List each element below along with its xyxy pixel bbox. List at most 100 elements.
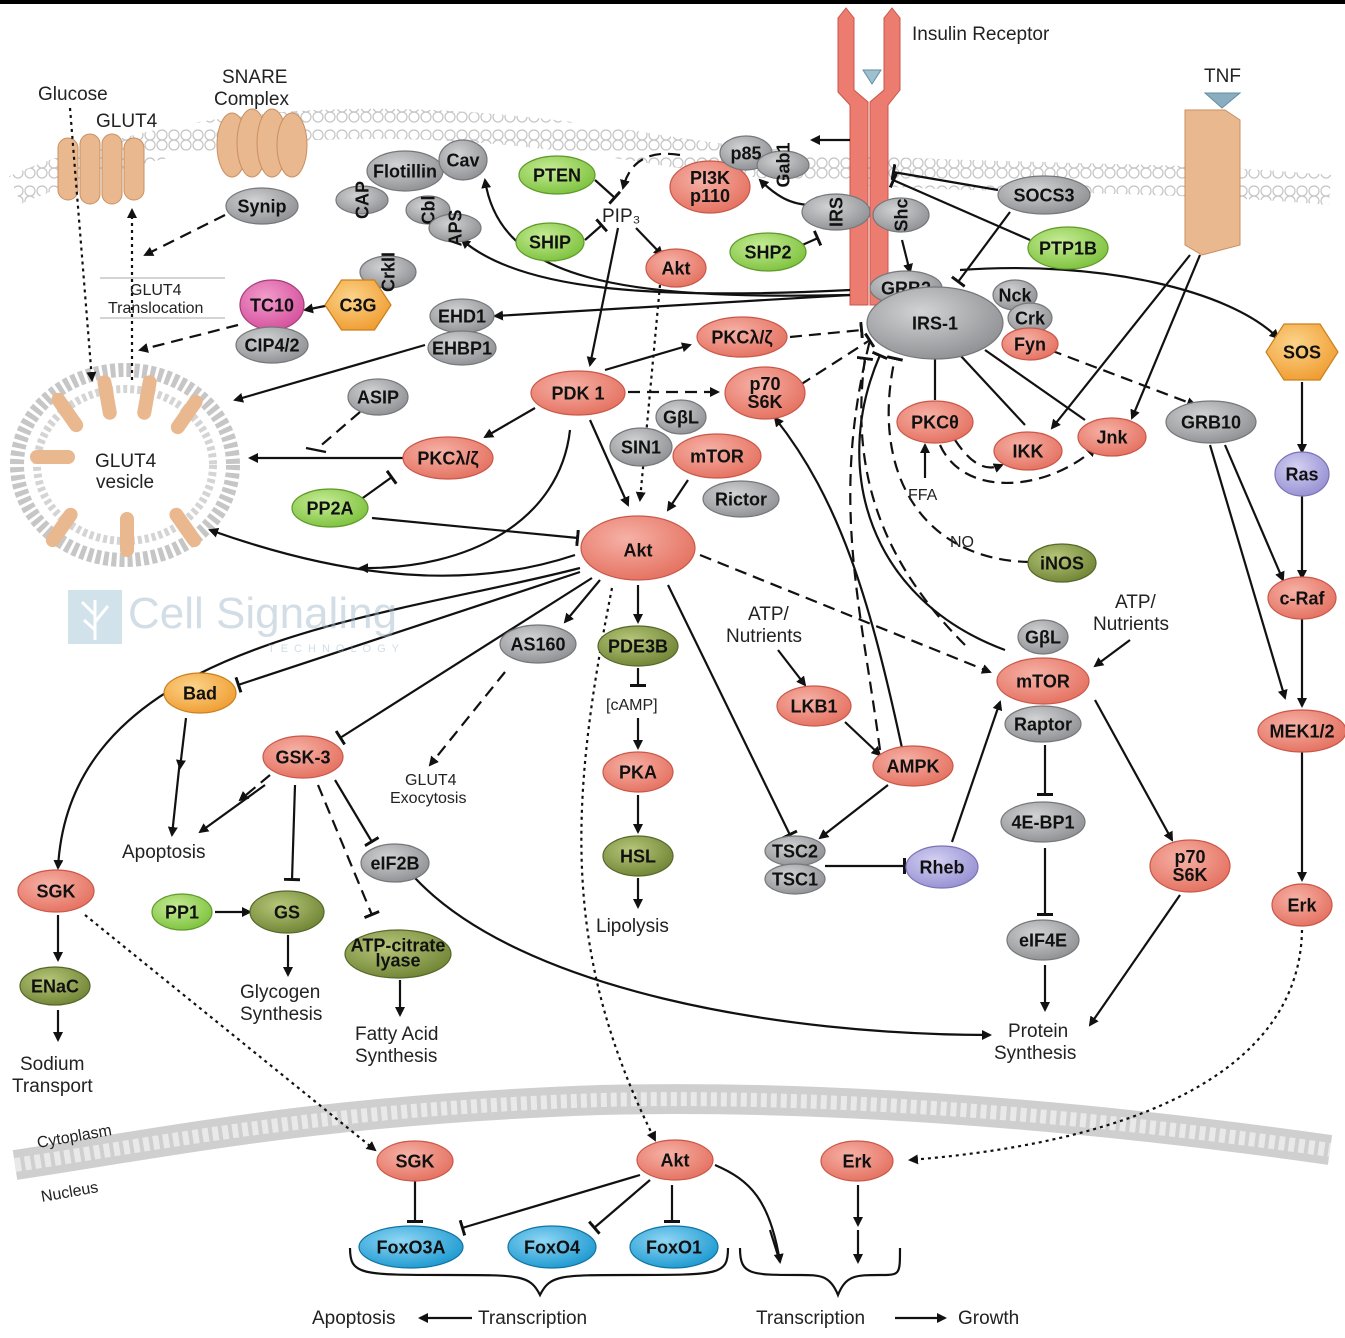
node-pka-label: PKA (619, 762, 657, 782)
node-ampk-shape (872, 745, 954, 787)
node-tsc1-shape (764, 863, 826, 895)
node-ehd1-label: EHD1 (438, 306, 486, 326)
node-ampk: AMPK (872, 745, 954, 787)
node-gbl-top-label: GβL (663, 407, 699, 427)
node-gs-label: GS (274, 902, 300, 922)
node-bad: Bad (163, 672, 237, 714)
node-eif2b: eIF2B (360, 843, 430, 883)
label-insulin-receptor: Insulin Receptor (912, 24, 1050, 45)
node-socs3-shape (997, 175, 1091, 215)
node-mtor-right-shape (996, 657, 1090, 705)
node-gsk3: GSK-3 (262, 735, 344, 779)
node-pde3b-label: PDE3B (608, 636, 668, 656)
node-eif4e-label: eIF4E (1019, 930, 1067, 950)
node-crk-label: Crk (1015, 308, 1046, 328)
node-nck-label: Nck (998, 285, 1032, 305)
node-sos-shape (1265, 323, 1339, 381)
label-complex: Complex (214, 89, 289, 110)
node-rictor-shape (702, 480, 780, 518)
node-pkclz-top-label: PKCλ/ζ (711, 327, 772, 348)
node-akt-small-label: Akt (661, 258, 690, 278)
node-lkb1-shape (776, 685, 852, 727)
label-glut4-vesicle-1: GLUT4 (95, 451, 157, 472)
node-pkctheta-shape (896, 400, 974, 444)
label-lipolysis: Lipolysis (596, 916, 669, 937)
node-p70-right-label-2: S6K (1172, 865, 1207, 885)
node-tsc2: TSC2 (764, 835, 826, 867)
node-enac: ENaC (19, 966, 91, 1006)
label-atp-left-1: ATP/ (748, 604, 790, 625)
node-socs3-label: SOCS3 (1013, 185, 1074, 205)
node-fyn: Fyn (1001, 327, 1059, 361)
node-cap: CAP (335, 181, 389, 219)
node-irs1-shape (866, 286, 1004, 360)
node-cap-label: CAP (352, 181, 372, 219)
node-akt-nuc-label: Akt (660, 1150, 689, 1170)
node-cbl-label: Cbl (418, 196, 438, 225)
node-grb10-shape (1165, 400, 1257, 444)
node-sgk-nuc-shape (376, 1140, 454, 1182)
node-foxo3a-label: FoxO3A (376, 1237, 445, 1257)
node-p85-label: p85 (730, 143, 761, 163)
label-glut4-vesicle-2: vesicle (96, 472, 154, 493)
node-ptp1b-shape (1027, 226, 1109, 270)
node-akt-nuc: Akt (636, 1139, 714, 1181)
node-jnk: Jnk (1077, 417, 1147, 457)
label-bottom-apoptosis: Apoptosis (312, 1308, 395, 1329)
node-ras-shape (1274, 451, 1330, 497)
node-as160: AS160 (499, 624, 577, 664)
node-gbl-top-shape (655, 399, 707, 435)
node-c3g-label: C3G (339, 295, 376, 315)
node-gbl-top: GβL (655, 399, 707, 435)
node-gab1-label: Gab1 (773, 142, 793, 187)
node-p70-top-shape (724, 366, 806, 420)
node-craf-shape (1267, 576, 1337, 620)
label-tnf: TNF (1204, 66, 1241, 87)
node-pkctheta-label: PKCθ (911, 412, 959, 432)
node-mek: MEK1/2 (1257, 709, 1345, 753)
node-mek-shape (1257, 709, 1345, 753)
node-pp1-shape (151, 893, 213, 931)
label-snare: SNARE (222, 67, 287, 88)
node-synip-label: Synip (237, 196, 286, 216)
node-inos-label: iNOS (1040, 553, 1084, 573)
node-hsl-shape (602, 835, 674, 877)
node-gbl-right-label: GβL (1025, 627, 1061, 647)
node-erk-right-label: Erk (1287, 895, 1317, 915)
node-cav-label: Cav (446, 150, 479, 170)
node-cip4-label: CIP4/2 (244, 335, 299, 355)
node-pdk1-label: PDK 1 (551, 383, 604, 403)
node-pdk1-shape (530, 370, 626, 416)
node-sin1-label: SIN1 (621, 437, 661, 457)
label-glut4-exocytosis-1: GLUT4 (405, 772, 457, 789)
node-fyn-shape (1001, 327, 1059, 361)
node-ehbp1-shape (427, 330, 497, 366)
node-pde3b: PDE3B (597, 625, 679, 667)
label-no: NO (950, 534, 974, 551)
top-border (0, 0, 1345, 4)
node-sin1: SIN1 (609, 427, 673, 467)
node-ebp1: 4E-BP1 (1000, 801, 1086, 843)
node-craf: c-Raf (1267, 576, 1337, 620)
node-gbl-right: GβL (1017, 619, 1069, 655)
node-lkb1-label: LKB1 (790, 696, 837, 716)
node-rictor-label: Rictor (715, 489, 767, 509)
node-erk-nuc-shape (820, 1140, 894, 1182)
node-shc: Shc (872, 197, 930, 233)
node-cap-shape (335, 185, 389, 215)
node-aps: APS (428, 209, 482, 247)
node-jnk-label: Jnk (1096, 427, 1128, 447)
watermark-title: Cell Signaling (128, 589, 397, 638)
node-lkb1: LKB1 (776, 685, 852, 727)
node-ebp1-label: 4E-BP1 (1011, 812, 1074, 832)
node-tsc2-label: TSC2 (772, 841, 818, 861)
node-pkctheta: PKCθ (896, 400, 974, 444)
node-cav-shape (438, 139, 488, 181)
node-irs-label: IRS (826, 197, 846, 227)
node-pka-shape (602, 751, 674, 793)
label-atp-right-1: ATP/ (1115, 592, 1157, 613)
node-shc-label: Shc (891, 198, 911, 231)
node-sgk-label: SGK (36, 881, 75, 901)
